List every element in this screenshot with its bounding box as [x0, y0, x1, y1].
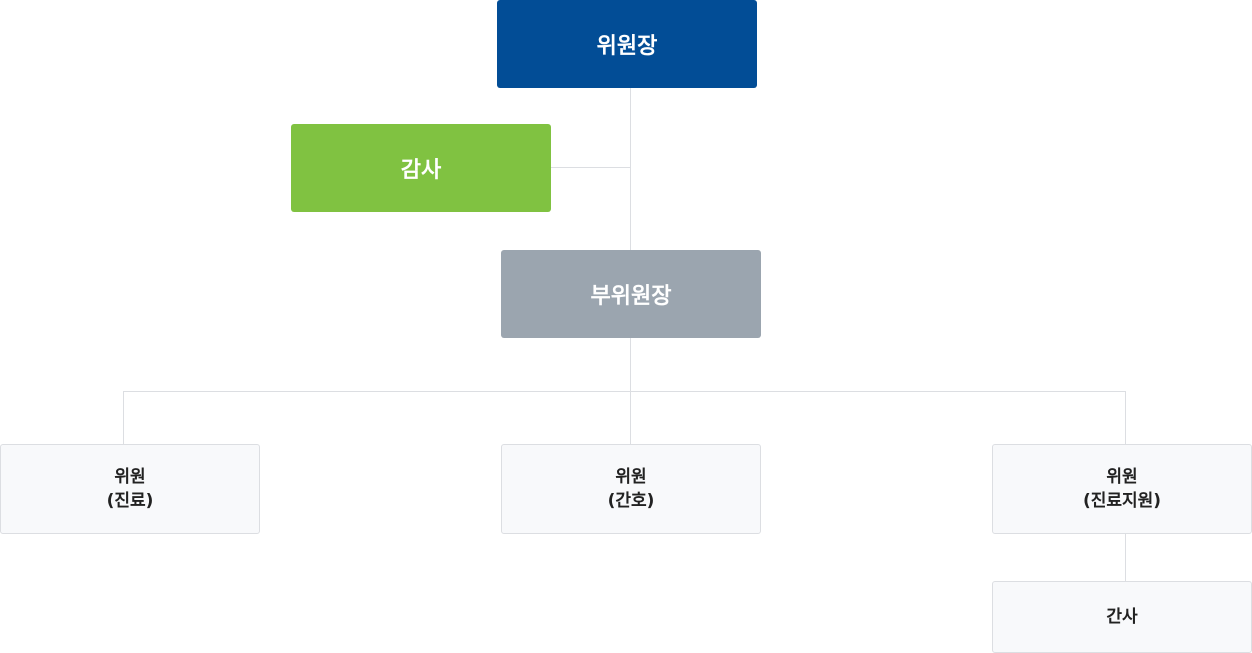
member-dept: (진료지원)	[1082, 491, 1162, 511]
connector-members-horizontal	[123, 391, 1126, 392]
connector-member-left	[123, 391, 124, 444]
auditor-label: 감사	[400, 158, 442, 183]
auditor-box: 감사	[291, 124, 551, 212]
chairman-label: 위원장	[596, 34, 658, 59]
member-title: 위원	[615, 467, 647, 487]
member-box-nursing: 위원 (간호)	[501, 444, 761, 534]
member-title: 위원	[1106, 467, 1138, 487]
connector-member-right	[1125, 391, 1126, 444]
member-dept: (진료)	[106, 491, 154, 511]
connector-chair-to-vice	[630, 88, 631, 250]
member-box-medical: 위원 (진료)	[0, 444, 260, 534]
member-title: 위원	[114, 467, 146, 487]
vice-chairman-box: 부위원장	[501, 250, 761, 338]
connector-secretary	[1125, 534, 1126, 581]
secretary-label: 간사	[1106, 607, 1138, 627]
vice-chairman-label: 부위원장	[590, 284, 672, 309]
secretary-box: 간사	[992, 581, 1252, 653]
connector-audit-branch	[551, 167, 631, 168]
member-box-medical-support: 위원 (진료지원)	[992, 444, 1252, 534]
member-dept: (간호)	[607, 491, 655, 511]
chairman-box: 위원장	[497, 0, 757, 88]
